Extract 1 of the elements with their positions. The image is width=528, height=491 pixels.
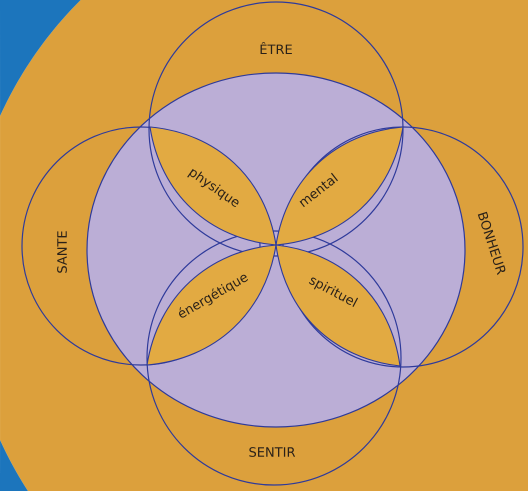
large-circle — [86, 72, 466, 428]
